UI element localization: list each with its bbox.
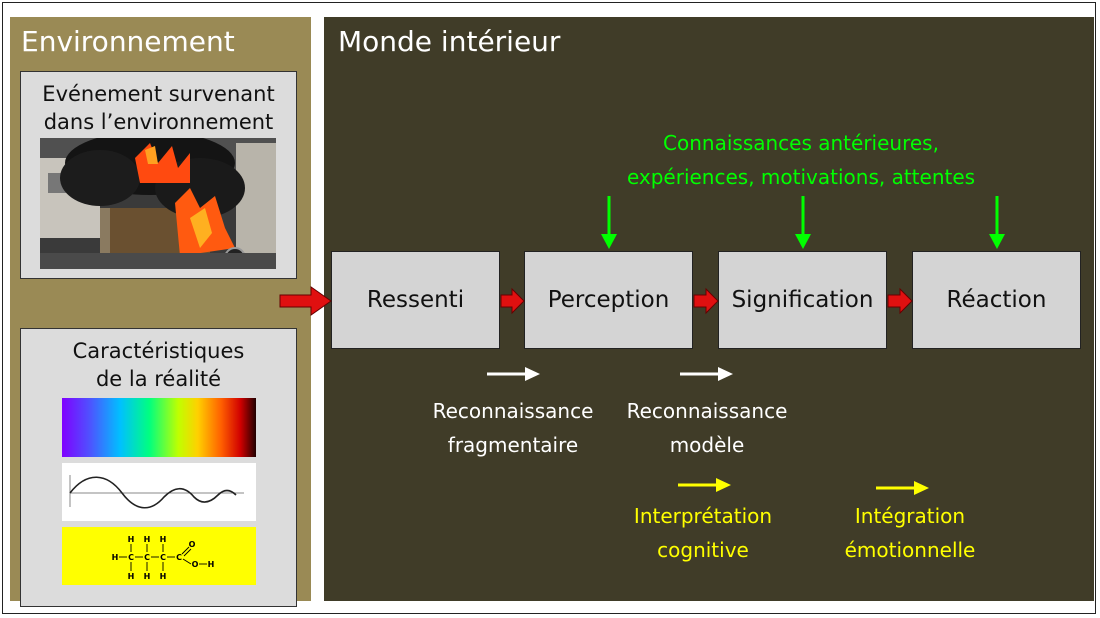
flow-arrow-signification-reaction [887, 287, 913, 315]
recognition-fragmentary-label: Reconnaissance fragmentaire [418, 394, 608, 462]
color-spectrum [62, 398, 256, 457]
chem-atom-o: O [192, 560, 199, 569]
event-card-title: Evénement survenant dans l’environnement [21, 80, 296, 136]
chem-atom-c: C [176, 553, 182, 562]
integration-arrow [876, 481, 929, 495]
recognition-fragmentary-line1: Reconnaissance [432, 399, 594, 423]
reality-card: Caractéristiques de la réalité H C C C C… [20, 328, 297, 607]
environment-panel: Environnement Evénement survenant dans l… [10, 17, 311, 607]
step-perception: Perception [524, 251, 693, 349]
reality-card-title: Caractéristiques de la réalité [21, 337, 296, 393]
prior-knowledge-line2: expériences, motivations, attentes [626, 165, 976, 189]
interpretation-line2: cognitive [657, 538, 749, 562]
step-reaction: Réaction [912, 251, 1081, 349]
prior-knowledge-line1: Connaissances antérieures, [663, 131, 939, 155]
chem-atom-h: H [208, 560, 215, 569]
recognition-model-line2: modèle [669, 433, 745, 457]
chem-atom-c: C [128, 553, 134, 562]
influence-arrow-signification [795, 196, 811, 249]
chem-atom-c: C [160, 553, 166, 562]
reality-card-title-line2: de la réalité [95, 367, 222, 391]
chem-atom-h: H [160, 535, 167, 544]
recognition-model-label: Reconnaissance modèle [612, 394, 802, 462]
chem-atom-o: O [189, 540, 196, 549]
event-card: Evénement survenant dans l’environnement [20, 71, 297, 279]
interpretation-label: Interprétation cognitive [608, 499, 798, 567]
reality-card-title-line1: Caractéristiques [72, 339, 245, 363]
flow-arrow-perception-signification [693, 287, 719, 315]
step-ressenti: Ressenti [331, 251, 500, 349]
event-card-title-line1: Evénement survenant [42, 82, 275, 106]
integration-label: Intégration émotionnelle [810, 499, 1010, 567]
chem-atom-c: C [144, 553, 150, 562]
interpretation-line1: Interprétation [633, 504, 773, 528]
inner-world-title: Monde intérieur [338, 25, 561, 58]
chem-atom-h: H [144, 535, 151, 544]
flow-arrow-ressenti-perception [500, 287, 525, 315]
event-card-title-line2: dans l’environnement [43, 110, 274, 134]
flow-arrow-into-ressenti [279, 286, 332, 316]
waveform-image [62, 463, 256, 521]
chem-atom-h: H [112, 553, 119, 562]
chem-atom-h: H [128, 572, 135, 581]
chem-atom-h: H [144, 572, 151, 581]
integration-line2: émotionnelle [844, 538, 976, 562]
chem-atom-h: H [128, 535, 135, 544]
recognition-fragmentary-line2: fragmentaire [447, 433, 579, 457]
integration-line1: Intégration [854, 504, 966, 528]
step-signification: Signification [718, 251, 887, 349]
interpretation-arrow [678, 478, 731, 492]
recognition-model-line1: Reconnaissance [626, 399, 788, 423]
recognition-model-arrow [680, 367, 733, 381]
house-fire-photo [40, 138, 276, 269]
chem-atom-h: H [160, 572, 167, 581]
recognition-fragmentary-arrow [487, 367, 540, 381]
influence-arrow-perception [601, 196, 617, 249]
environment-title: Environnement [21, 25, 235, 58]
influence-arrow-reaction [989, 196, 1005, 249]
chemical-formula-image: H C C C C O O H H H H H H H [62, 527, 256, 585]
prior-knowledge-label: Connaissances antérieures, expériences, … [606, 126, 996, 194]
